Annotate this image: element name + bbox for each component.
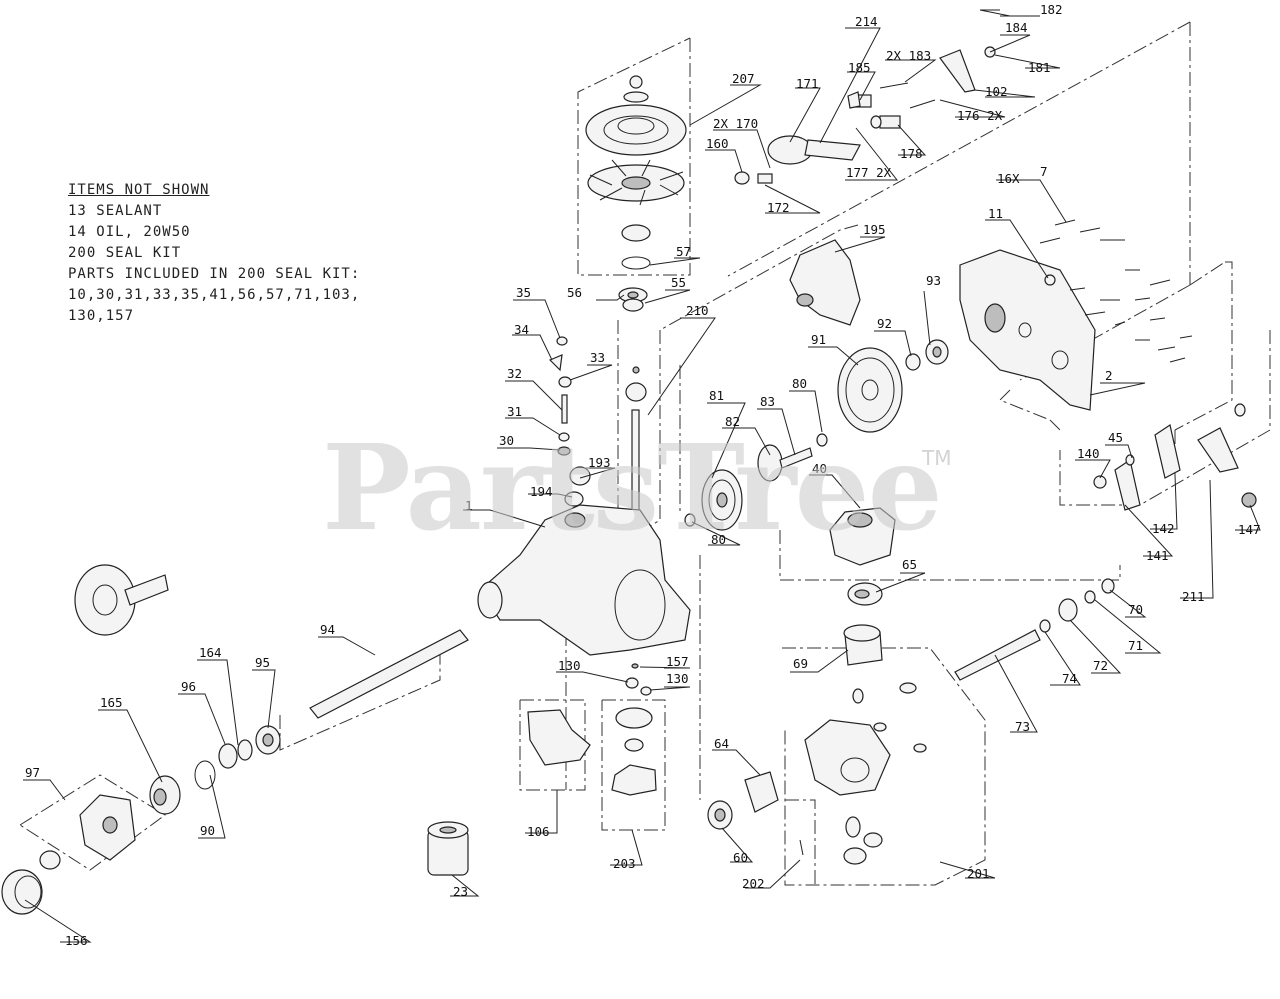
callout-label: 171 <box>796 76 819 91</box>
callout-label: 210 <box>686 303 709 318</box>
callout-label: 193 <box>588 455 611 470</box>
callout-label: 23 <box>453 884 468 899</box>
callout-label: 56 <box>567 285 582 300</box>
callout-label: 65 <box>902 557 917 572</box>
callout-label: 178 <box>900 146 923 161</box>
callout-label: 16X <box>997 171 1020 186</box>
callout-label: 141 <box>1146 548 1169 563</box>
callout-label: 94 <box>320 622 335 637</box>
callout-label: 130 <box>558 658 581 673</box>
callout-label: 73 <box>1015 719 1030 734</box>
callout-label: 181 <box>1028 60 1051 75</box>
callout-label: 182 <box>1040 2 1063 17</box>
callout-label: 2X 183 <box>886 48 931 63</box>
callout-label: 95 <box>255 655 270 670</box>
callout-label: 55 <box>671 275 686 290</box>
callout-label: 97 <box>25 765 40 780</box>
callout-label: 93 <box>926 273 941 288</box>
callout-label: 32 <box>507 366 522 381</box>
callout-label: 140 <box>1077 446 1100 461</box>
callout-label: 202 <box>742 876 765 891</box>
callout-label: 60 <box>733 850 748 865</box>
callout-label: 96 <box>181 679 196 694</box>
part-shapes <box>1 46 1257 915</box>
callout-label: 102 <box>985 84 1008 99</box>
callout-label: 64 <box>714 736 729 751</box>
watermark-trademark: TM <box>922 446 952 470</box>
notes-title: ITEMS NOT SHOWN <box>68 182 210 198</box>
callout-label: 70 <box>1128 602 1143 617</box>
notes-line: 14 OIL, 20W50 <box>68 224 191 240</box>
callout-label: 74 <box>1062 671 1077 686</box>
callout-label: 80 <box>792 376 807 391</box>
callout-label: 147 <box>1238 522 1261 537</box>
callout-label: 80 <box>711 532 726 547</box>
callout-label: 33 <box>590 350 605 365</box>
callout-label: 2 <box>1105 368 1113 383</box>
callout-label: 11 <box>988 206 1003 221</box>
callout-label: 81 <box>709 388 724 403</box>
callout-label: 92 <box>877 316 892 331</box>
notes-line: 10,30,31,33,35,41,56,57,71,103, <box>68 287 361 303</box>
callout-label: 82 <box>725 414 740 429</box>
callout-label: 177 2X <box>846 165 892 180</box>
callout-label: 35 <box>516 285 531 300</box>
callout-label: 30 <box>499 433 514 448</box>
callout-label: 160 <box>706 136 729 151</box>
callout-label: 165 <box>100 695 123 710</box>
callout-label: 185 <box>848 60 871 75</box>
callout-label: 142 <box>1152 521 1175 536</box>
callout-label: 40 <box>812 461 827 476</box>
callout-label: 45 <box>1108 430 1123 445</box>
watermark: PartsTree <box>322 418 943 557</box>
leader-lines <box>23 9 1261 943</box>
callout-label: 214 <box>855 14 878 29</box>
callout-label: 201 <box>967 866 990 881</box>
callout-label: 130 <box>666 671 689 686</box>
callout-label: 1 <box>465 498 473 513</box>
callout-label: 195 <box>863 222 886 237</box>
notes-line: 200 SEAL KIT <box>68 245 182 261</box>
notes-line: PARTS INCLUDED IN 200 SEAL KIT: <box>68 266 361 282</box>
callout-label: 31 <box>507 404 522 419</box>
callout-label: 57 <box>676 244 691 259</box>
callout-label: 90 <box>200 823 215 838</box>
items-not-shown-notes: ITEMS NOT SHOWN 13 SEALANT 14 OIL, 20W50… <box>68 180 360 327</box>
callout-label: 106 <box>527 824 550 839</box>
callout-label: 176 2X <box>957 108 1003 123</box>
callout-label: 164 <box>199 645 222 660</box>
callout-label: 71 <box>1128 638 1143 653</box>
callout-label: 91 <box>811 332 826 347</box>
callout-label: 7 <box>1040 164 1048 179</box>
callout-label: 157 <box>666 654 689 669</box>
notes-line: 130,157 <box>68 308 135 324</box>
callout-label: 34 <box>514 322 529 337</box>
callout-label: 203 <box>613 856 636 871</box>
callout-label: 211 <box>1182 589 1205 604</box>
callout-label: 172 <box>767 200 790 215</box>
callout-label: 156 <box>65 933 88 948</box>
callout-label: 207 <box>732 71 755 86</box>
callout-label: 83 <box>760 394 775 409</box>
callout-label: 194 <box>530 484 553 499</box>
notes-line: 13 SEALANT <box>68 203 163 219</box>
callout-label: 184 <box>1005 20 1028 35</box>
callout-label: 72 <box>1093 658 1108 673</box>
callout-label: 2X 170 <box>713 116 758 131</box>
callout-label: 69 <box>793 656 808 671</box>
